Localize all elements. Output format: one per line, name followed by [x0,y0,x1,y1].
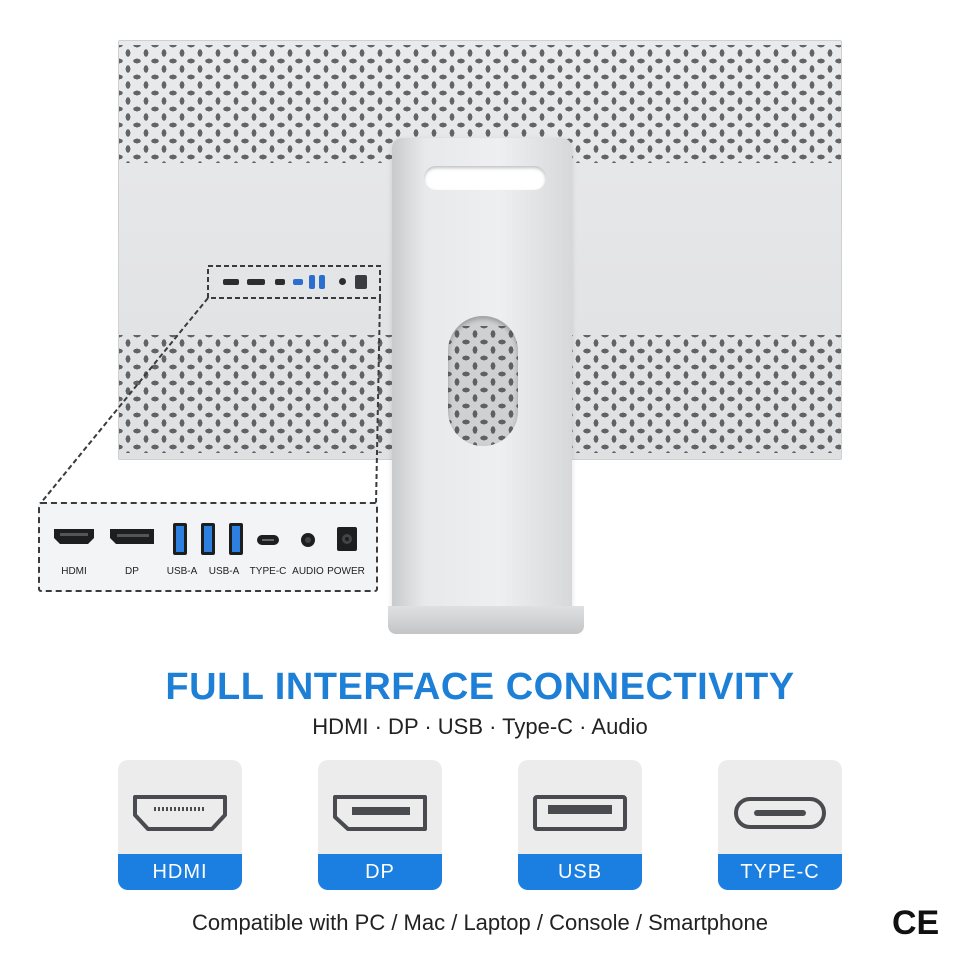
mini-audio-port [339,278,346,285]
hdmi-port-icon [54,529,94,544]
mini-typec-port [275,279,285,285]
port-label-hdmi: HDMI [61,566,87,577]
hdmi-port-icon [133,795,227,831]
monitor-back [118,40,842,460]
power-port-icon [337,527,357,551]
mini-hdmi-port [223,279,239,285]
port-detail-callout: HDMI DP USB-A USB-A TYPE-C AUDIO POWER [38,502,378,592]
subheadline: HDMI · DP · USB · Type-C · Audio [312,714,648,739]
card-label-dp: DP [318,854,442,890]
ce-mark: CE [892,904,940,942]
card-type-c: TYPE-C [718,760,842,890]
mini-lan-port [293,279,303,285]
card-label-usb: USB [518,854,642,890]
stand-base [388,606,584,634]
usb-port-icon [533,795,627,831]
usb-c-port-icon [734,797,826,829]
card-hdmi: HDMI [118,760,242,890]
displayport-icon [333,795,427,831]
card-label-hdmi: HDMI [118,854,242,890]
cable-management-hole [448,316,518,446]
usb-a-port-icon [173,523,187,555]
mini-usb-port [319,275,325,289]
port-label-audio: AUDIO [292,566,324,577]
usb-a-port-icon [229,523,243,555]
stand-handle-slot [424,166,546,190]
usb-c-port-icon [257,535,279,545]
mini-power-port [355,275,367,289]
monitor-stand [392,138,572,616]
card-usb: USB [518,760,642,890]
port-label-usb-a: USB-A [208,566,240,577]
mini-usb-port [309,275,315,289]
vent-grille-through-hole [448,326,518,446]
port-label-dp: DP [125,566,139,577]
port-label-type-c: TYPE-C [249,566,287,577]
mini-dp-port [247,279,265,285]
port-label-usb-a: USB-A [166,566,198,577]
compatibility-note: Compatible with PC / Mac / Laptop / Cons… [192,910,768,935]
card-dp: DP [318,760,442,890]
displayport-icon [110,529,154,544]
audio-jack-icon [301,533,315,547]
port-label-power: POWER [327,566,365,577]
rear-port-strip [213,271,379,293]
card-label-type-c: TYPE-C [718,854,842,890]
headline: FULL INTERFACE CONNECTIVITY [165,666,795,708]
usb-a-port-icon [201,523,215,555]
